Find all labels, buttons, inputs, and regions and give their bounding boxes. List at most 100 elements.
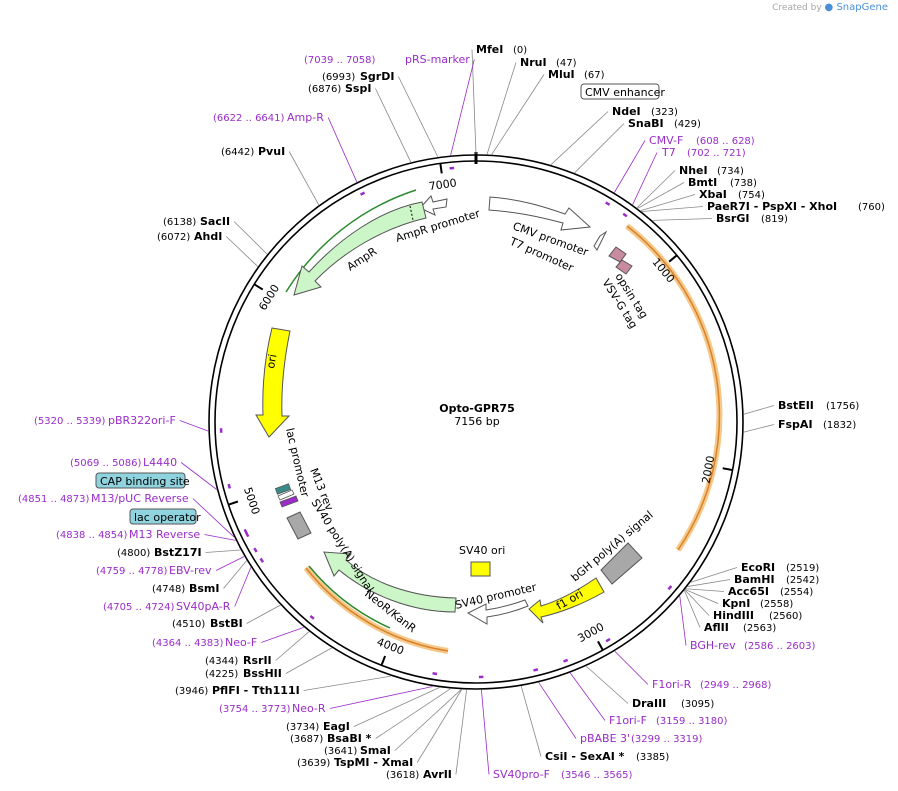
feature-ampr-promoter[interactable] (419, 195, 448, 216)
tick-mark (253, 283, 264, 291)
boxed-label-cap-binding-site[interactable]: CAP binding site (95, 472, 190, 489)
site-nhei[interactable]: NheI (679, 164, 708, 177)
site-leader-line (398, 76, 439, 157)
feature-t7-promoter[interactable] (593, 230, 608, 251)
boxed-label-lac-operator[interactable]: lac operator (129, 508, 201, 525)
boxed-label-cmv-enhancer[interactable]: CMV enhancer (580, 83, 665, 100)
site-draiii[interactable]: DraIII (632, 697, 666, 710)
site-pflfi[interactable]: PflFI - Tth111I (212, 684, 300, 697)
primer-m13-puc-reverse-range: (4851 .. 4873) (18, 494, 90, 505)
primer-amp-r[interactable]: Amp-R (287, 111, 324, 124)
cmv-enhancer-text: CMV enhancer (585, 86, 665, 99)
feature-vsvg-tag[interactable] (615, 259, 633, 275)
site-leader-line (275, 631, 310, 661)
primer-t7[interactable]: T7 (661, 146, 676, 159)
site-sacii-pos: (6138) (163, 217, 196, 228)
site-xbai[interactable]: XbaI (699, 188, 727, 201)
site-paer7i[interactable]: PaeR7I - PspXI - XhoI (707, 200, 837, 213)
site-sspi[interactable]: SspI (345, 82, 371, 95)
site-fspai[interactable]: FspAI (778, 418, 813, 431)
site-hindiii[interactable]: HindIII (713, 609, 754, 622)
primer-amp-r-range: (6622 .. 6641) (213, 113, 285, 124)
site-sgrdi[interactable]: SgrDI (360, 70, 394, 83)
site-snabi[interactable]: SnaBI (628, 117, 664, 130)
primer-l4440[interactable]: L4440 (143, 456, 177, 469)
primer-neo-r[interactable]: Neo-R (292, 702, 326, 715)
primer-f1ori-f[interactable]: F1ori-F (609, 714, 647, 727)
site-leader-line (288, 151, 320, 206)
site-csii[interactable]: CsiI - SexAI * (545, 750, 625, 763)
primer-cmv-f[interactable]: CMV-F (649, 134, 683, 147)
site-tspmi[interactable]: TspMI - XmaI (334, 756, 413, 769)
feature-sv40-polya[interactable] (286, 511, 312, 540)
primer-m13-puc-reverse[interactable]: M13/pUC Reverse (91, 492, 189, 505)
site-kpni[interactable]: KpnI (722, 597, 750, 610)
site-bsmi-pos: (4748) (152, 584, 185, 595)
primer-ebv-rev[interactable]: EBV-rev (169, 564, 212, 577)
orf-arc-opsin-line (626, 225, 721, 551)
site-bmti[interactable]: BmtI (688, 176, 717, 189)
site-bsteii[interactable]: BstEII (778, 399, 814, 412)
primer-pbabe-3[interactable]: pBABE 3' (580, 732, 630, 745)
site-rsrii[interactable]: RsrII (243, 654, 272, 667)
site-rsrii-pos: (4344) (205, 656, 238, 667)
site-sacii[interactable]: SacII (200, 215, 230, 228)
primer-pbr322ori-f[interactable]: pBR322ori-F (108, 414, 176, 427)
site-nrui-pos: (47) (556, 58, 577, 69)
site-bsabi-pos: (3687) (290, 734, 323, 745)
feature-f1-ori[interactable] (528, 577, 605, 624)
feature-m13-rev[interactable] (274, 483, 299, 508)
site-leader-line (574, 123, 625, 174)
primer-bgh-rev-range: (2586 .. 2603) (744, 641, 816, 652)
feature-sv40-ori[interactable] (470, 561, 491, 577)
site-bstz17i[interactable]: BstZ17I (154, 546, 202, 559)
site-bstbi[interactable]: BstBI (210, 617, 243, 630)
plasmid-name: Opto-GPR75 (439, 402, 514, 415)
primer-binding-mark (605, 201, 611, 206)
primer-sv40pro-f[interactable]: SV40pro-F (493, 768, 550, 781)
feature-cmv-promoter[interactable] (488, 196, 592, 231)
primer-m13-reverse[interactable]: M13 Reverse (129, 528, 200, 541)
feature-bgh-polya[interactable] (600, 542, 643, 585)
site-nrui[interactable]: NruI (520, 56, 547, 69)
feature-neor-kanr[interactable] (323, 551, 457, 613)
tick-mark (597, 640, 604, 651)
primer-binding-mark (259, 557, 265, 563)
primer-bgh-rev[interactable]: BGH-rev (690, 639, 736, 652)
site-ahdi[interactable]: AhdI (194, 230, 222, 243)
site-bsshii[interactable]: BssHII (243, 667, 282, 680)
site-pvui[interactable]: PvuI (258, 145, 285, 158)
primer-f1ori-r[interactable]: F1ori-R (652, 678, 692, 691)
primer-leader-line (192, 498, 235, 538)
feature-opsin-tag[interactable] (608, 246, 627, 263)
feature-ori[interactable] (255, 327, 291, 438)
site-bamhi[interactable]: BamHI (734, 573, 775, 586)
primer-prs-marker[interactable]: pRS-marker (405, 53, 470, 66)
site-leader-line (520, 686, 542, 757)
site-mfei[interactable]: MfeI (476, 43, 503, 56)
primer-sv40pa-r[interactable]: SV40pA-R (176, 600, 231, 613)
site-bsabi[interactable]: BsaBI * (327, 732, 372, 745)
site-ndei[interactable]: NdeI (612, 105, 641, 118)
site-smai[interactable]: SmaI (360, 744, 391, 757)
site-ecori[interactable]: EcoRI (741, 561, 775, 574)
feature-ampr[interactable] (293, 201, 427, 296)
site-eagi[interactable]: EagI (323, 720, 350, 733)
site-tspmi-pos: (3639) (297, 758, 330, 769)
site-kpni-pos: (2558) (760, 599, 793, 610)
site-leader-line (687, 579, 731, 587)
primer-neo-r-range: (3754 .. 3773) (219, 704, 291, 715)
site-leader-line (685, 589, 719, 604)
primer-neo-f[interactable]: Neo-F (225, 636, 257, 649)
site-bsmi[interactable]: BsmI (189, 582, 220, 595)
site-bstbi-pos: (4510) (172, 619, 205, 630)
site-acc65i[interactable]: Acc65I (728, 585, 769, 598)
site-mlui[interactable]: MluI (548, 68, 575, 81)
neor-orf-line (308, 565, 391, 629)
site-aflii[interactable]: AflII (704, 621, 729, 634)
site-avrii[interactable]: AvrII (423, 768, 452, 781)
site-bsrgi[interactable]: BsrGI (716, 212, 749, 225)
site-csii-pos: (3385) (636, 752, 669, 763)
feature-sv40-promoter[interactable] (466, 599, 529, 625)
site-leader-line (652, 218, 713, 221)
